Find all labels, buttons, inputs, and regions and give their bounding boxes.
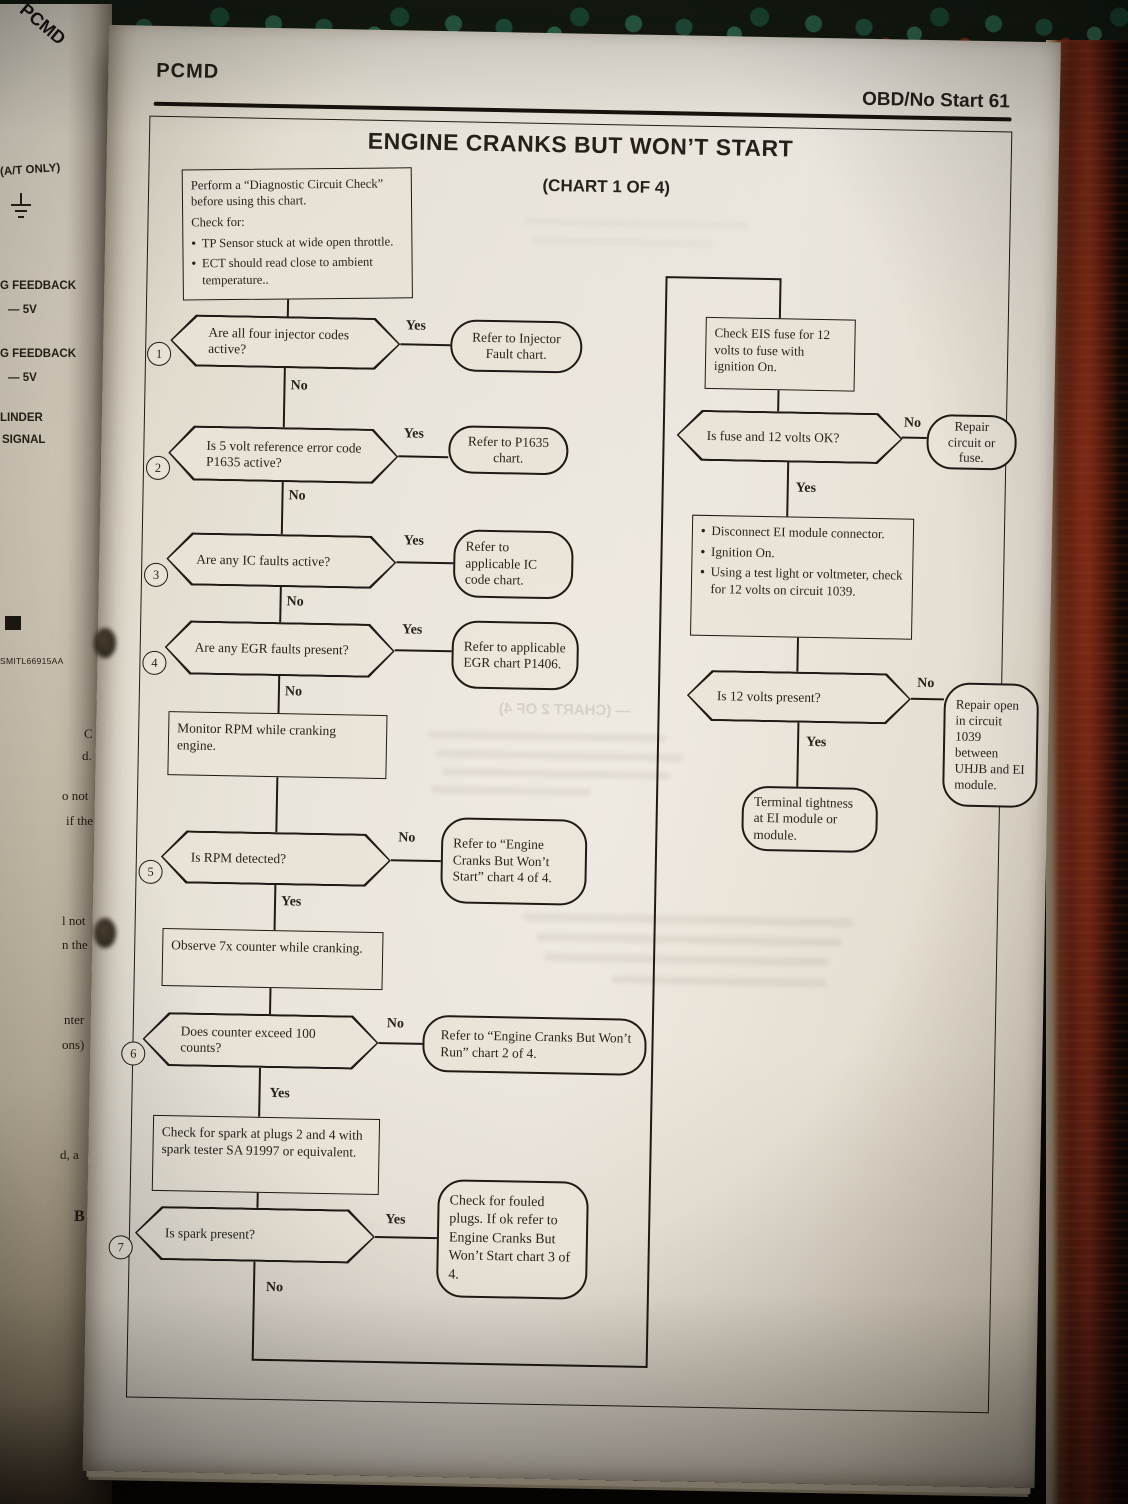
previous-page-pcmd-label: PCMD: [16, 4, 70, 49]
ei-bullet-text: Disconnect EI module connector.: [711, 523, 885, 542]
no-label-rc1: No: [903, 415, 922, 431]
result-ic-code-chart: Refer to applicable IC code chart.: [452, 529, 574, 600]
bullet-icon: •: [191, 236, 196, 251]
no-label-3: No: [286, 594, 304, 610]
result-fouled-plugs: Check for fouled plugs. If ok refer to E…: [435, 1179, 589, 1300]
fragment-text: B: [74, 1208, 85, 1225]
decision-text: Are any EGR faults present?: [194, 639, 349, 658]
manual-page: PCMD OBD/No Start 61 ENGINE CRANKS BUT W…: [82, 24, 1061, 1489]
action-disconnect-ei-module: • Disconnect EI module connector. • Igni…: [690, 514, 915, 640]
yes-label-rc2: Yes: [805, 734, 827, 751]
yes-label-6: Yes: [269, 1086, 290, 1102]
decision-text: Is fuse and 12 volts OK?: [706, 427, 840, 445]
fragment-text: o not: [62, 788, 89, 803]
bullet-icon: •: [700, 564, 705, 580]
binder-post-shadow: [94, 918, 116, 948]
fragment-text: d, a: [60, 1147, 79, 1162]
decision-7-spark-present: Is spark present?: [134, 1206, 375, 1264]
result-terminal-tightness: Terminal tightness at EI module or modul…: [741, 785, 879, 854]
decision-6-counter-exceeds: Does counter exceed 100 counts?: [142, 1012, 379, 1070]
decision-text: Is 5 volt reference error code P1635 act…: [206, 437, 362, 470]
no-label-rc2: No: [917, 675, 935, 692]
fragment-at-only: (A/T ONLY): [0, 161, 61, 179]
yes-label-rc1: Yes: [795, 480, 817, 496]
fragment-part-code: SMITL66915AA: [0, 656, 64, 666]
ei-bullet-text: Ignition On.: [710, 543, 775, 560]
no-label-2: No: [288, 488, 306, 504]
result-repair-open-1039: Repair open in circuit 1039 between UHJB…: [941, 682, 1040, 809]
binder-post-shadow: [94, 628, 116, 658]
fragment-text: if the: [66, 813, 94, 828]
yes-label-7: Yes: [385, 1212, 406, 1228]
result-egr-chart: Refer to applicable EGR chart P1406.: [451, 620, 580, 691]
precheck-bullet-text: TP Sensor stuck at wide open throttle.: [201, 234, 394, 251]
yes-label-4: Yes: [401, 622, 423, 638]
yes-label-5: Yes: [280, 894, 302, 910]
precheck-bullet: • ECT should read close to ambient tempe…: [192, 254, 404, 288]
fragment-text: l not: [62, 913, 86, 928]
fragment-text: n the: [62, 937, 88, 952]
decision-12v-present: Is 12 volts present?: [686, 670, 911, 725]
bullet-icon: •: [700, 522, 706, 538]
fragment-5v-2: — 5V: [8, 372, 37, 384]
decision-4-egr-faults: Are any EGR faults present?: [164, 620, 395, 678]
ei-bullet: • Ignition On.: [700, 543, 904, 563]
fragment-cylinder: LINDER: [0, 412, 43, 424]
yes-label-3: Yes: [403, 533, 425, 549]
bullet-icon: •: [700, 543, 706, 559]
decision-text: Are all four injector codes active?: [208, 324, 350, 357]
no-label-4: No: [284, 684, 303, 700]
yes-label-2: Yes: [403, 426, 425, 442]
result-repair-circuit-or-fuse: Repair circuit or fuse.: [926, 413, 1018, 471]
fragment-text: ons): [62, 1037, 85, 1052]
decision-3-ic-faults: Are any IC faults active?: [166, 532, 397, 589]
decision-fuse-12v-ok: Is fuse and 12 volts OK?: [676, 409, 903, 464]
result-chart-2-of-4: Refer to “Engine Cranks But Won’t Run” c…: [421, 1014, 647, 1076]
decision-1-injector-codes: Are all four injector codes active?: [170, 314, 401, 370]
action-monitor-rpm: Monitor RPM while cranking engine.: [167, 711, 388, 780]
no-label-7: No: [265, 1279, 284, 1296]
no-label-1: No: [290, 378, 308, 394]
fragment-text: d.: [82, 748, 92, 763]
decision-5-rpm-detected: Is RPM detected?: [160, 830, 391, 887]
ei-bullet: • Disconnect EI module connector.: [701, 523, 905, 543]
fragment-text: nter: [64, 1012, 85, 1027]
decision-text: Is RPM detected?: [190, 849, 287, 866]
decision-2-p1635: Is 5 volt reference error code P1635 act…: [168, 425, 399, 484]
fragment-black-square: [5, 616, 21, 630]
ei-bullet-text: Using a test light or voltmeter, check f…: [710, 564, 903, 599]
fragment-feedback-2: G FEEDBACK: [0, 348, 77, 360]
decision-text: Is spark present?: [164, 1225, 256, 1242]
fragment-feedback-1: G FEEDBACK: [0, 280, 77, 292]
decision-text: Are any IC faults active?: [196, 551, 331, 569]
fragment-5v-1: — 5V: [8, 304, 37, 316]
fragment-signal: SIGNAL: [2, 434, 46, 446]
decision-text: Does counter exceed 100 counts?: [180, 1023, 316, 1056]
action-check-spark: Check for spark at plugs 2 and 4 with sp…: [151, 1114, 381, 1196]
no-label-6: No: [386, 1016, 405, 1032]
precheck-note-box: Perform a “Diagnostic Circuit Check” bef…: [181, 167, 413, 301]
book-fore-edge: [1046, 40, 1128, 1504]
result-injector-fault-chart: Refer to Injector Fault chart.: [449, 319, 583, 374]
no-label-5: No: [398, 830, 416, 846]
result-p1635-chart: Refer to P1635 chart.: [447, 425, 569, 476]
precheck-text: Perform a “Diagnostic Circuit Check” bef…: [190, 176, 384, 209]
decision-text: Is 12 volts present?: [716, 687, 821, 705]
precheck-bullet-text: ECT should read close to ambient tempera…: [201, 255, 373, 287]
precheck-bullet: • TP Sensor stuck at wide open throttle.: [191, 234, 403, 252]
action-check-eis-fuse: Check EIS fuse for 12 volts to fuse with…: [704, 316, 856, 392]
fragment-text: C: [84, 726, 93, 741]
ground-symbol-icon: [11, 193, 31, 218]
action-observe-counter: Observe 7x counter while cranking.: [161, 928, 384, 991]
precheck-check-for: Check for:: [191, 215, 245, 230]
ei-bullet: • Using a test light or voltmeter, check…: [700, 564, 905, 601]
bullet-icon: •: [191, 256, 197, 271]
yes-label-1: Yes: [405, 318, 427, 334]
result-chart-4-of-4: Refer to “Engine Cranks But Won’t Start”…: [440, 817, 588, 906]
